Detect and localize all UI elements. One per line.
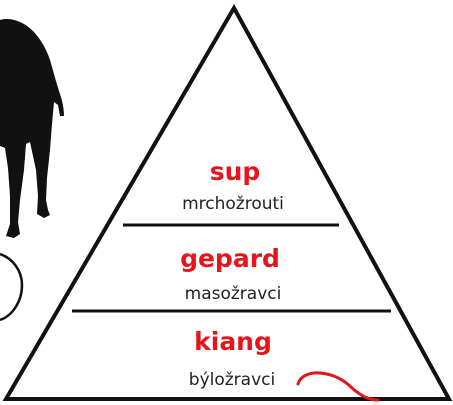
animal-silhouette-icon xyxy=(0,19,64,238)
level-role-middle: masožravci xyxy=(184,284,282,304)
level-role-bottom: býložravci xyxy=(188,370,276,390)
level-name-bottom: kiang xyxy=(194,327,272,356)
pyramid-outline xyxy=(2,3,453,401)
level-role-top: mrchožrouti xyxy=(182,194,284,214)
level-name-top: sup xyxy=(209,157,261,186)
level-name-middle: gepard xyxy=(180,244,280,273)
red-pen-mark-icon xyxy=(296,371,380,402)
partial-circle-icon xyxy=(0,252,24,322)
